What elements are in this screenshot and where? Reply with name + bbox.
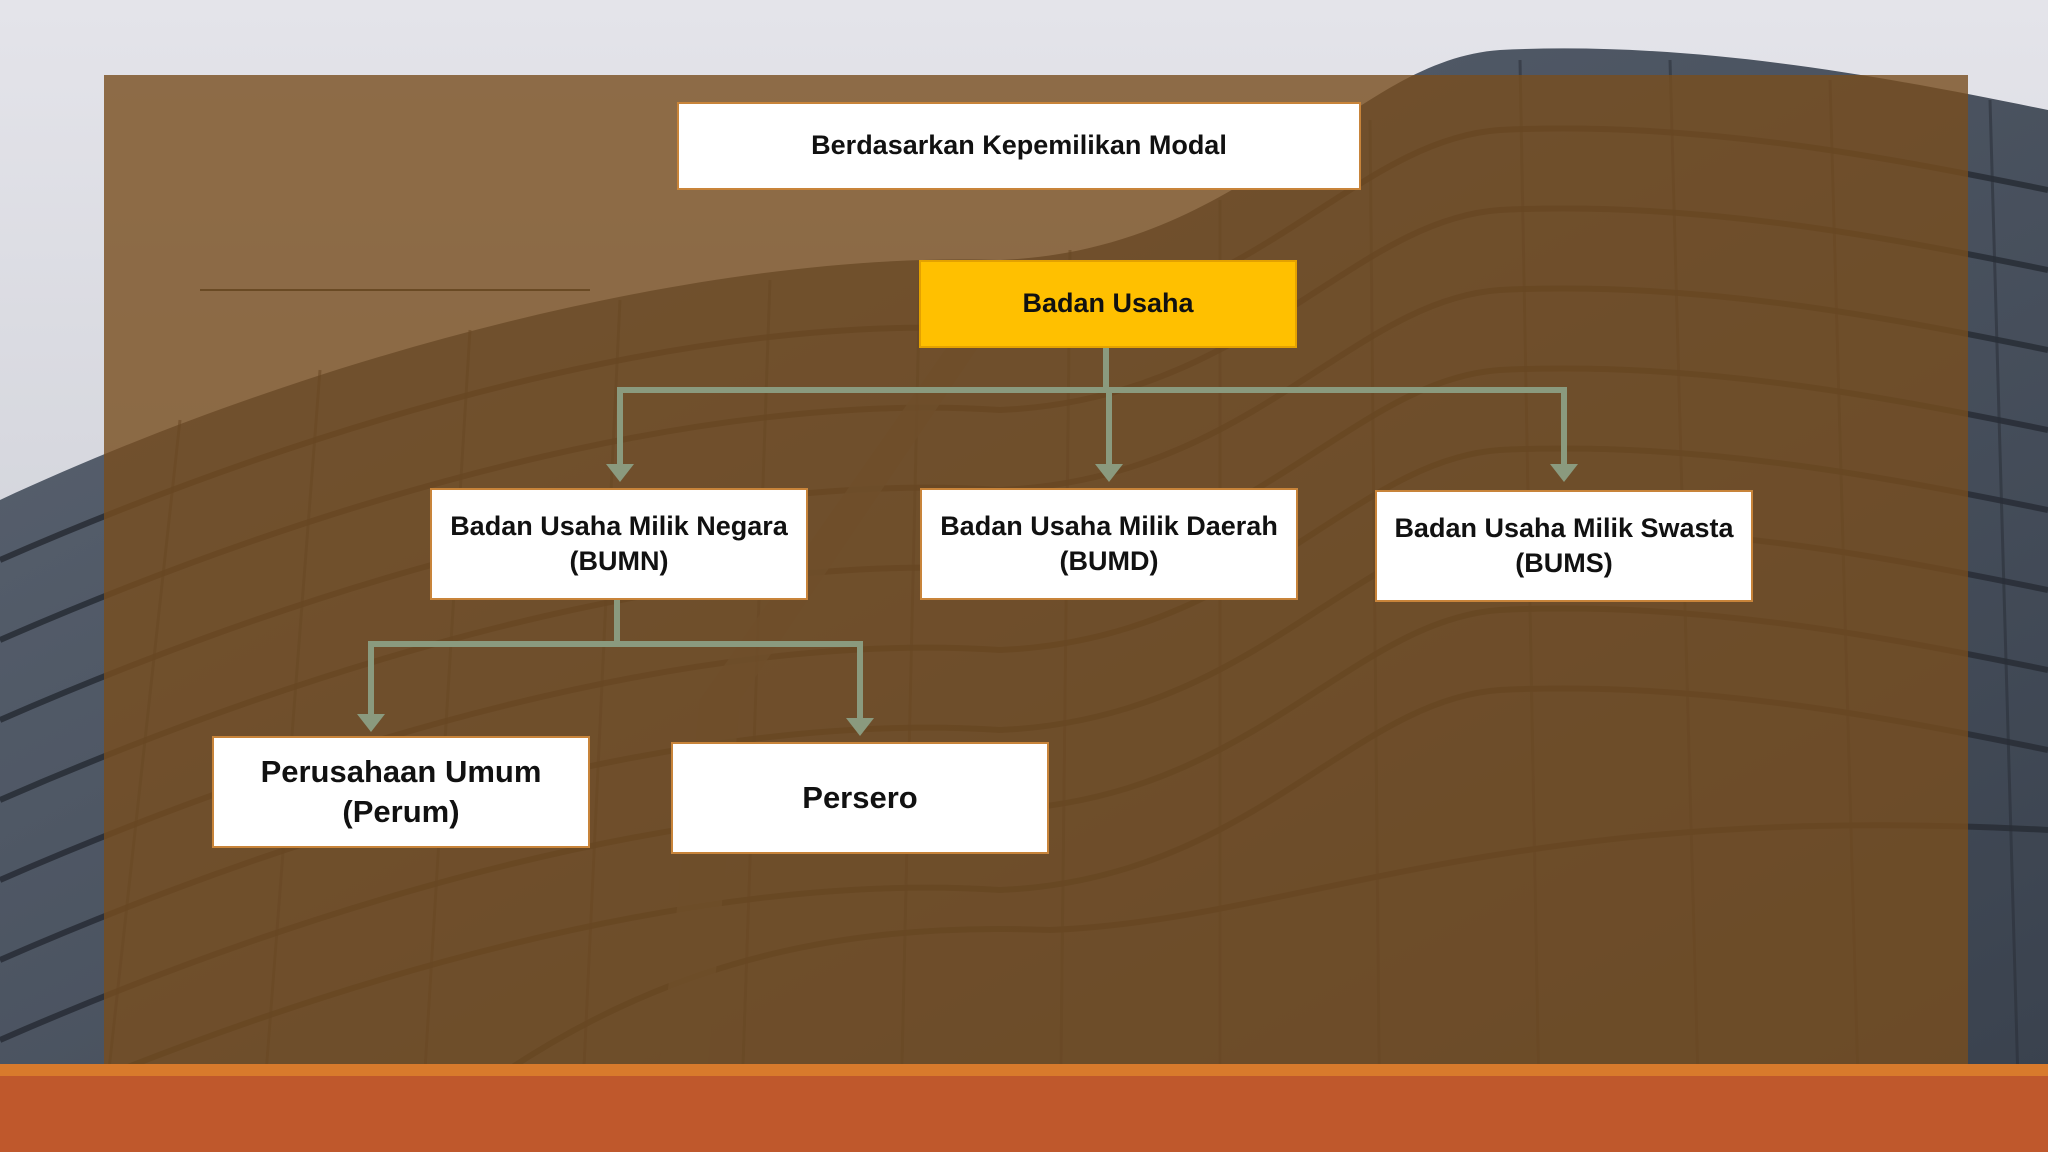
arrowhead-persero [846, 718, 874, 736]
arrowhead-perum [357, 714, 385, 732]
footer-accent-band [0, 1064, 2048, 1076]
arrowhead-bumd [1095, 464, 1123, 482]
slide-title-box: Berdasarkan Kepemilikan Modal [677, 102, 1361, 190]
arrowhead-bums [1550, 464, 1578, 482]
node-perum: Perusahaan Umum (Perum) [212, 736, 590, 848]
arrowhead-bumn [606, 464, 634, 482]
node-persero: Persero [671, 742, 1049, 854]
footer-bar [0, 1064, 2048, 1152]
node-bumn: Badan Usaha Milik Negara (BUMN) [430, 488, 808, 600]
node-bums: Badan Usaha Milik Swasta (BUMS) [1375, 490, 1753, 602]
node-bumd: Badan Usaha Milik Daerah (BUMD) [920, 488, 1298, 600]
root-node-badan-usaha: Badan Usaha [919, 260, 1297, 348]
